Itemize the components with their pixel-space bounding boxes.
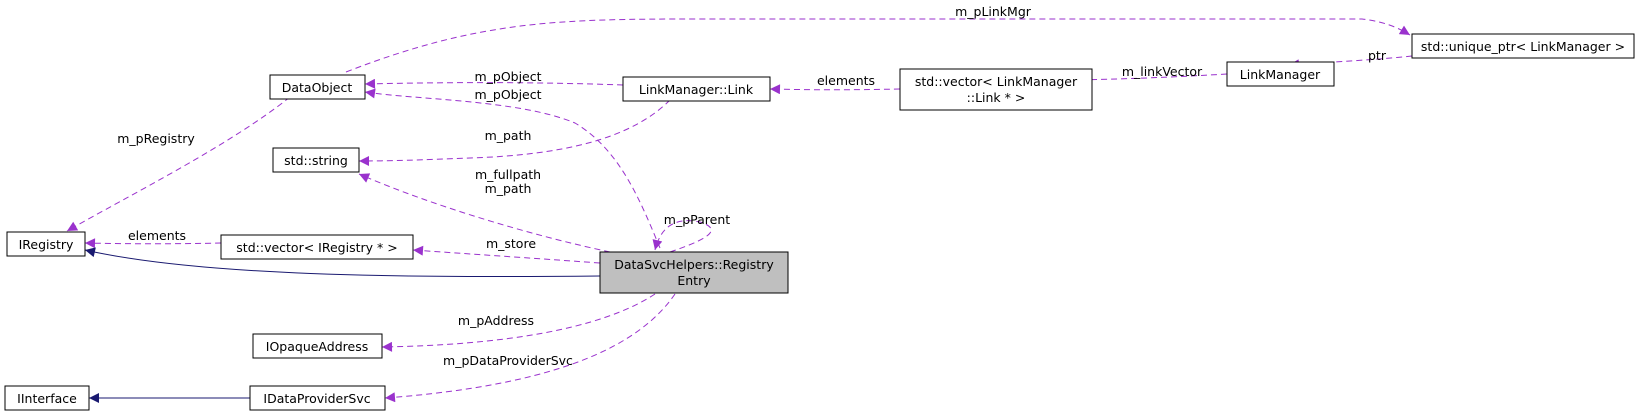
edges — [66, 18, 1413, 403]
label-linkvector: m_linkVector — [1122, 64, 1203, 79]
node-iregistry-label: IRegistry — [19, 237, 74, 252]
edge-pdataprovider — [384, 293, 676, 403]
node-vector-iregistry-label: std::vector< IRegistry * > — [236, 240, 397, 255]
node-registry-entry[interactable]: DataSvcHelpers::Registry Entry — [599, 251, 789, 294]
edge-fullpath — [358, 173, 611, 253]
node-vector-iregistry[interactable]: std::vector< IRegistry * > — [220, 234, 414, 260]
edge-path-link — [358, 99, 671, 166]
edge-pobject-entry — [364, 88, 661, 249]
label-plinkmgr: m_pLinkMgr — [955, 4, 1032, 19]
node-idataprovider-svc-label: IDataProviderSvc — [263, 391, 370, 406]
edge-parent — [652, 220, 712, 253]
node-vector-link[interactable]: std::vector< LinkManager ::Link * > — [899, 68, 1093, 111]
label-fullpath: m_fullpath — [475, 167, 541, 182]
node-dataobject-label: DataObject — [282, 80, 353, 95]
label-ptr: ptr — [1368, 48, 1387, 63]
node-iopaque-address-label: IOpaqueAddress — [266, 339, 368, 354]
node-vector-link-line2: ::Link * > — [967, 90, 1026, 105]
label-paddress: m_pAddress — [458, 313, 534, 328]
label-path-link: m_path — [485, 128, 532, 143]
edge-linkvector — [1047, 73, 1228, 85]
edge-inherit-iregistry — [84, 247, 601, 278]
edge-ptr — [1288, 55, 1413, 70]
node-idataprovider-svc[interactable]: IDataProviderSvc — [249, 385, 386, 411]
edge-pregistry — [66, 96, 291, 232]
label-elements-link: elements — [817, 73, 875, 88]
label-pobject-entry: m_pObject — [474, 87, 541, 102]
label-store: m_store — [486, 236, 536, 251]
node-unique-ptr-label: std::unique_ptr< LinkManager > — [1421, 39, 1625, 54]
label-pobject-link: m_pObject — [474, 69, 541, 84]
label-path-entry: m_path — [485, 181, 532, 196]
node-dataobject[interactable]: DataObject — [269, 74, 366, 100]
node-linkmanager-link[interactable]: LinkManager::Link — [622, 76, 771, 102]
edge-plinkmgr — [345, 18, 1411, 73]
node-registry-entry-line2: Entry — [677, 273, 711, 288]
edge-elements-reg — [84, 238, 222, 249]
node-iinterface-label: IInterface — [17, 391, 77, 406]
node-linkmanager[interactable]: LinkManager — [1226, 61, 1335, 87]
label-elements-reg: elements — [128, 228, 186, 243]
node-iinterface[interactable]: IInterface — [4, 385, 90, 411]
node-std-string-label: std::string — [284, 153, 348, 168]
edge-labels: m_pLinkMgr ptr m_linkVector elements m_p… — [117, 4, 1387, 368]
edge-store — [412, 245, 601, 264]
node-unique-ptr[interactable]: std::unique_ptr< LinkManager > — [1411, 33, 1635, 59]
label-pdataprovider: m_pDataProviderSvc — [443, 353, 573, 368]
edge-pobject-link — [364, 78, 624, 89]
node-linkmanager-label: LinkManager — [1240, 67, 1321, 82]
node-std-string[interactable]: std::string — [272, 147, 360, 173]
edge-paddress — [381, 293, 656, 352]
node-registry-entry-line1: DataSvcHelpers::Registry — [614, 257, 774, 272]
nodes: DataObject std::string IRegistry std::ve… — [4, 33, 1635, 411]
node-linkmanager-link-label: LinkManager::Link — [639, 82, 754, 97]
node-iregistry[interactable]: IRegistry — [6, 231, 86, 257]
node-vector-link-line1: std::vector< LinkManager — [915, 74, 1078, 89]
edge-elements-link — [769, 84, 901, 95]
label-pregistry: m_pRegistry — [117, 131, 195, 146]
node-iopaque-address[interactable]: IOpaqueAddress — [252, 333, 383, 359]
label-parent: m_pParent — [664, 212, 730, 227]
